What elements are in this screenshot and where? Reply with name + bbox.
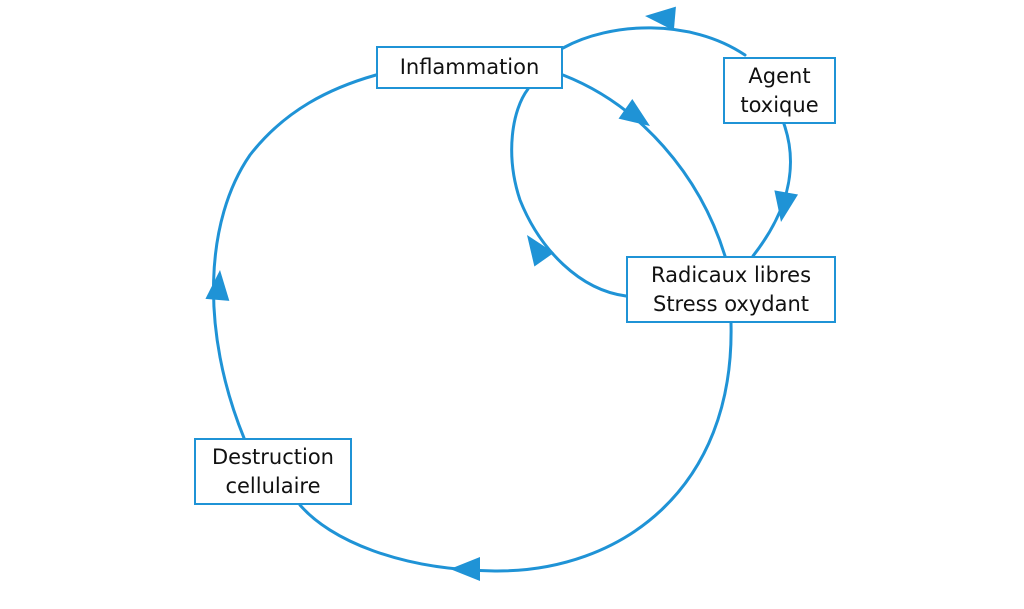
arc-inflammation-to-radicaux — [561, 73, 727, 258]
destruction-cellulaire-label-line-1: Destruction — [212, 444, 334, 469]
agent-toxique-label-line-2: toxique — [740, 92, 819, 117]
arc-radicaux-to-inflammation — [510, 87, 628, 298]
arc-destruction-to-inflammation — [212, 73, 378, 440]
arrowhead-agent-to-radicaux — [774, 190, 799, 222]
arc-agent-to-radicaux — [751, 122, 792, 258]
inflammation-box: Inflammation — [376, 46, 563, 89]
arc-inflammation-to-agent — [561, 26, 747, 57]
radicaux-libres-box: Radicaux libres Stress oxydant — [626, 256, 836, 323]
arrowhead-to-destruction — [450, 557, 480, 581]
agent-toxique-box: Agent toxique — [723, 57, 836, 124]
arrowhead-radicaux-to-inflammation — [527, 235, 555, 267]
destruction-cellulaire-box: Destruction cellulaire — [194, 438, 352, 505]
arrowhead-to-radicaux — [618, 98, 650, 126]
agent-toxique-label-line-1: Agent — [748, 63, 811, 88]
radicaux-libres-label-line-1: Radicaux libres — [650, 262, 812, 287]
arrowhead-to-agent — [645, 6, 676, 31]
arc-radicaux-to-destruction — [298, 321, 733, 573]
arrowhead-to-inflammation — [205, 270, 230, 301]
radicaux-libres-label-line-2: Stress oxydant — [652, 291, 809, 316]
destruction-cellulaire-label-line-2: cellulaire — [225, 473, 321, 498]
inflammation-label: Inflammation — [399, 55, 540, 79]
